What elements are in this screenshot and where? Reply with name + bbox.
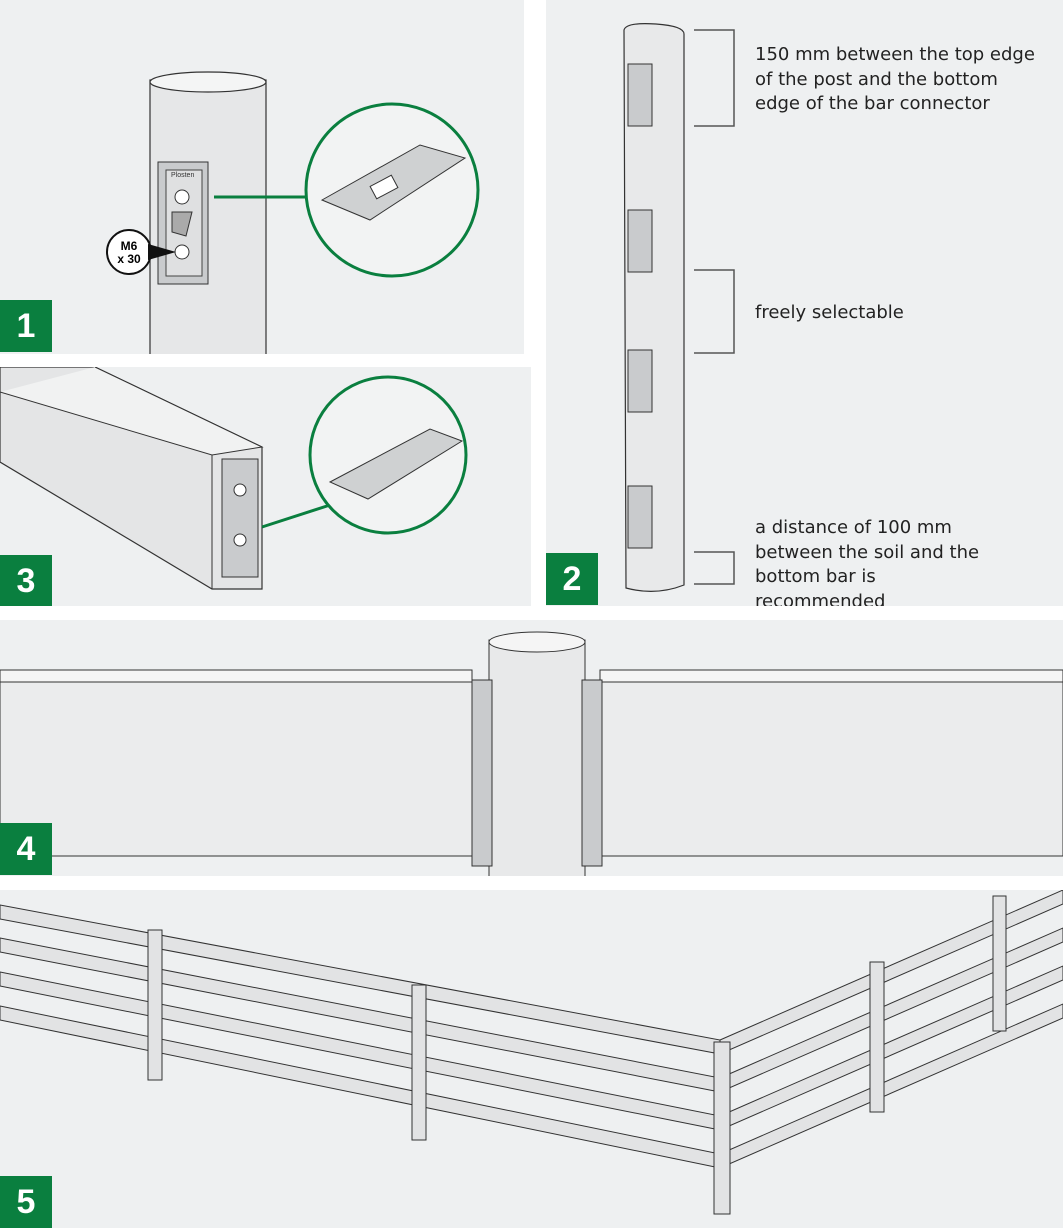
screw-size-line2: x 30 <box>117 252 141 266</box>
panel-step-4: 4 <box>0 620 1063 876</box>
bar-with-connector-illustration <box>0 367 468 590</box>
note-soil-distance: a distance of 100 mm between the soil an… <box>755 517 980 606</box>
post-spacing-illustration <box>623 23 735 592</box>
assembled-fence-illustration <box>0 890 1063 1215</box>
screw-size-label: M6 x 30 <box>107 240 151 266</box>
note-freely-selectable: freely selectable <box>755 302 904 323</box>
panel-step-5: 5 <box>0 890 1063 1228</box>
step-number-2: 2 <box>546 553 598 605</box>
panel-step-2: 150 mm between the top edge of the post … <box>546 0 1063 606</box>
step-number-4: 4 <box>0 823 52 875</box>
post-with-connector-illustration <box>106 71 480 354</box>
bars-hooked-to-post-illustration <box>0 631 1063 876</box>
connector-brand-text: Plosten <box>171 172 195 179</box>
step-number-1: 1 <box>0 300 52 352</box>
screw-size-line1: M6 <box>120 239 138 253</box>
step-number-3: 3 <box>0 555 52 606</box>
step-number-5: 5 <box>0 1176 52 1228</box>
panel-step-3: 3 <box>0 367 531 606</box>
note-top-distance: 150 mm between the top edge of the post … <box>755 44 1035 114</box>
panel-step-1: Plosten M6 x 30 1 <box>0 0 524 354</box>
